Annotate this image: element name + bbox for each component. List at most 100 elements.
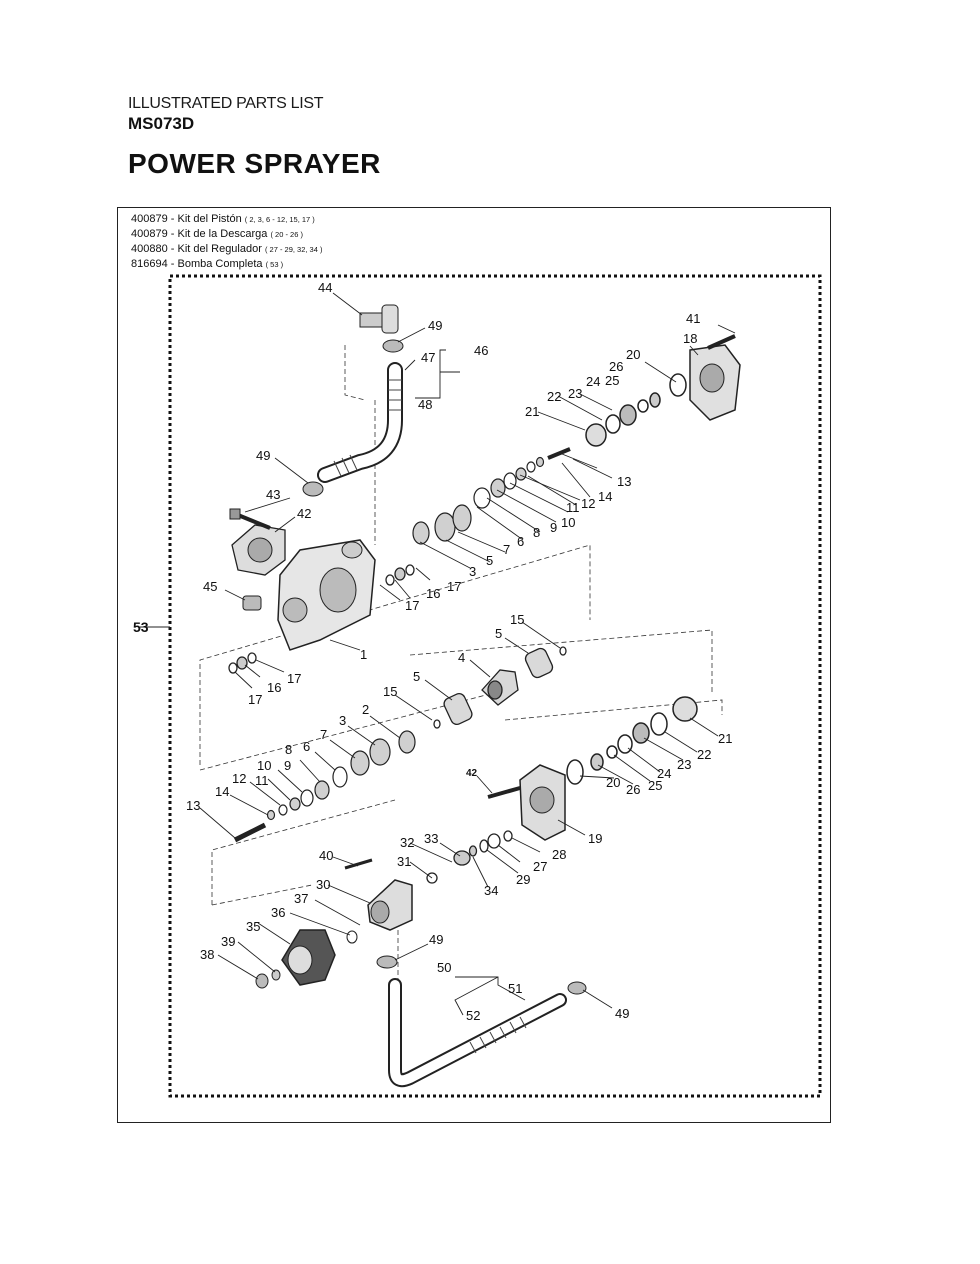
upper-piston-stack xyxy=(412,447,571,545)
callout-14-b: 14 xyxy=(215,784,229,799)
callout-21-b: 21 xyxy=(718,731,732,746)
callout-38: 38 xyxy=(200,947,214,962)
callout-29: 29 xyxy=(516,872,530,887)
callout-41: 41 xyxy=(686,311,700,326)
callout-22-b: 22 xyxy=(697,747,711,762)
callout-42-b: 42 xyxy=(466,768,478,779)
callout-16-b: 16 xyxy=(267,680,281,695)
kit-name: Kit del Regulador xyxy=(177,243,262,255)
kit-name: Bomba Completa xyxy=(177,258,263,270)
callout-49-b: 49 xyxy=(256,448,270,463)
callout-6: 6 xyxy=(517,534,524,549)
callout-5-b: 5 xyxy=(413,669,420,684)
callout-9: 9 xyxy=(550,520,557,535)
return-hose xyxy=(388,978,567,1088)
end-cover xyxy=(231,524,286,576)
connecting-rod xyxy=(433,646,567,729)
callout-17-c: 17 xyxy=(287,671,301,686)
callout-43: 43 xyxy=(266,487,280,502)
hose-clamps xyxy=(302,339,587,995)
kit-parts: ( 20 - 26 ) xyxy=(270,230,303,239)
kit-part-number: 400879 xyxy=(131,228,168,240)
callout-39: 39 xyxy=(221,934,235,949)
callout-49-d: 49 xyxy=(615,1006,629,1021)
pump-assembly-boundary xyxy=(168,274,822,1098)
elbow-fitting xyxy=(359,304,399,334)
kit-parts: ( 2, 3, 6 - 12, 15, 17 ) xyxy=(244,215,315,224)
diagram-frame xyxy=(117,207,831,1123)
kit-name: Kit de la Descarga xyxy=(177,228,268,240)
callout-1: 1 xyxy=(360,647,367,662)
callout-53: 53 xyxy=(133,619,149,635)
callout-4: 4 xyxy=(458,650,465,665)
callout-25-b: 25 xyxy=(648,778,662,793)
kit-line: 400879 - Kit del Pistón ( 2, 3, 6 - 12, … xyxy=(131,213,315,225)
alignment-lines xyxy=(199,345,723,990)
kit-line: 400880 - Kit del Regulador ( 27 - 29, 32… xyxy=(131,243,323,255)
callout-17-d: 17 xyxy=(248,692,262,707)
pump-housing xyxy=(277,539,376,651)
callout-51: 51 xyxy=(508,981,522,996)
callout-36: 36 xyxy=(271,905,285,920)
callout-45: 45 xyxy=(203,579,217,594)
callout-13-b: 13 xyxy=(186,798,200,813)
callout-5: 5 xyxy=(495,626,502,641)
callout-2: 3 xyxy=(469,564,476,579)
callout-48: 48 xyxy=(418,397,432,412)
callout-12-b: 12 xyxy=(232,771,246,786)
pressure-knob xyxy=(255,929,358,989)
bolt xyxy=(229,508,271,530)
callout-21: 21 xyxy=(525,404,539,419)
kit-name: Kit del Pistón xyxy=(177,213,242,225)
callout-49-c: 49 xyxy=(429,932,443,947)
callout-8-b: 8 xyxy=(285,742,292,757)
callout-8: 8 xyxy=(533,525,540,540)
callout-labels: 44 49 47 46 48 41 18 20 26 24 25 22 23 2… xyxy=(133,280,732,1023)
model-number: MS073D xyxy=(128,114,195,133)
kit-part-number: 400879 xyxy=(131,213,168,225)
kit-part-number: 400880 xyxy=(131,243,168,255)
callout-27: 27 xyxy=(533,859,547,874)
callout-47: 47 xyxy=(421,350,435,365)
callout-7: 7 xyxy=(503,542,510,557)
callout-6-b: 6 xyxy=(303,739,310,754)
callout-12: 12 xyxy=(581,496,595,511)
callout-40: 40 xyxy=(319,848,333,863)
callout-20-b: 20 xyxy=(606,775,620,790)
callout-50: 50 xyxy=(437,960,451,975)
document-subtitle: ILLUSTRATED PARTS LIST xyxy=(128,95,324,112)
kit-parts: ( 27 - 29, 32, 34 ) xyxy=(264,245,323,254)
callout-10-b: 10 xyxy=(257,758,271,773)
upper-discharge-stack xyxy=(585,373,687,447)
callout-46: 46 xyxy=(474,343,488,358)
callout-22: 22 xyxy=(547,389,561,404)
callout-20: 20 xyxy=(626,347,640,362)
callout-16: 16 xyxy=(426,586,440,601)
callout-18: 18 xyxy=(683,331,697,346)
callout-35: 35 xyxy=(246,919,260,934)
callout-17: 17 xyxy=(447,579,461,594)
suction-hose-upper xyxy=(317,362,403,483)
callout-28: 28 xyxy=(552,847,566,862)
callout-49: 49 xyxy=(428,318,442,333)
kit-parts: ( 53 ) xyxy=(265,260,284,269)
callout-14: 14 xyxy=(598,489,612,504)
callout-3-b: 3 xyxy=(339,713,346,728)
callout-31: 31 xyxy=(397,854,411,869)
callout-42: 42 xyxy=(297,506,311,521)
leader-lines xyxy=(140,292,736,1016)
callout-52: 52 xyxy=(466,1008,480,1023)
callout-15: 15 xyxy=(510,612,524,627)
kit-legend: 400879 - Kit del Pistón ( 2, 3, 6 - 12, … xyxy=(131,212,323,272)
lower-o-rings xyxy=(228,652,257,674)
callout-37: 37 xyxy=(294,891,308,906)
callout-3: 5 xyxy=(486,553,493,568)
callout-23-b: 23 xyxy=(677,757,691,772)
kit-part-number: 816694 xyxy=(131,258,168,270)
callout-13: 13 xyxy=(617,474,631,489)
upper-o-rings xyxy=(385,564,415,586)
callout-9-b: 9 xyxy=(284,758,291,773)
discharge-manifold xyxy=(689,334,741,421)
lower-piston-stack xyxy=(233,730,416,843)
